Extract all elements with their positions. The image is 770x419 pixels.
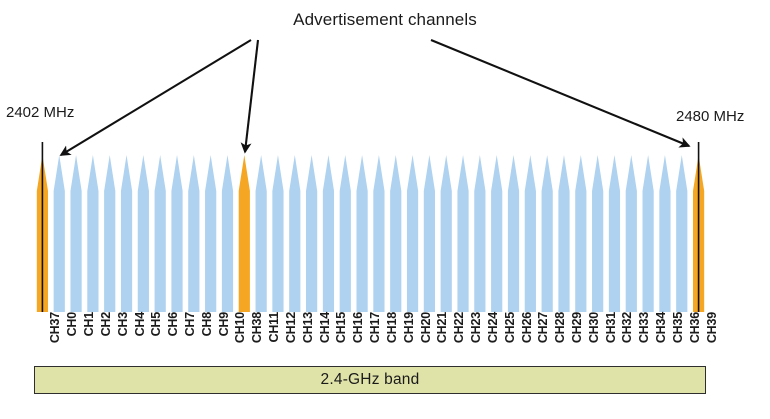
data-channel-spike (642, 155, 654, 312)
data-channel-spike (491, 155, 503, 312)
data-channel-spike (507, 155, 520, 312)
data-channel-spike (120, 155, 133, 312)
data-channel-spike (457, 155, 469, 312)
channel-label: CH14 (317, 312, 332, 344)
data-channel-spike (87, 155, 99, 312)
channel-label: CH1 (82, 312, 97, 337)
data-channel-spike (205, 155, 217, 312)
data-channel-spike (289, 155, 301, 312)
channel-label: CH18 (384, 312, 399, 344)
channel-label: CH35 (670, 312, 685, 344)
data-channel-spike (406, 155, 419, 312)
channel-label: CH4 (132, 312, 147, 337)
data-channel-spike (625, 155, 637, 312)
channel-label: CH39 (704, 312, 719, 344)
data-channel-spike (104, 155, 116, 312)
arrow-to-ch37 (59, 39, 252, 156)
channel-label: CH29 (569, 312, 584, 344)
data-channel-spike (474, 155, 486, 312)
channel-label: CH27 (536, 312, 551, 344)
channel-label: CH16 (351, 312, 366, 344)
arrow-to-ch38 (240, 39, 260, 154)
data-channel-spike (339, 155, 351, 312)
channel-label: CH7 (183, 312, 197, 337)
channel-label: CH37 (48, 312, 63, 344)
data-channel-spike (306, 155, 318, 312)
channel-label: CH9 (216, 312, 231, 337)
channel-label: CH30 (586, 312, 601, 344)
channel-label: CH6 (166, 312, 181, 337)
data-channel-spike (373, 155, 385, 312)
channel-label: CH13 (300, 312, 315, 344)
data-channel-spike (608, 155, 621, 312)
channel-label: CH21 (435, 312, 450, 344)
data-channel-spike (676, 155, 688, 312)
data-channel-spike (659, 155, 671, 312)
channel-label: CH12 (283, 312, 298, 344)
channel-label: CH10 (233, 312, 248, 344)
channel-label: CH31 (603, 312, 618, 344)
channel-label: CH24 (485, 312, 500, 344)
data-channel-spike (356, 155, 368, 312)
channel-label: CH8 (199, 312, 214, 337)
channel-label: CH2 (98, 312, 113, 337)
right-frequency-label: 2480 MHz (676, 108, 745, 125)
data-channel-spike (541, 155, 553, 312)
data-channel-spike (575, 155, 587, 312)
channel-label: CH23 (469, 312, 484, 344)
channel-label: CH34 (654, 312, 669, 344)
channel-label: CH36 (687, 312, 702, 344)
channel-label: CH28 (553, 312, 568, 344)
channel-label: CH3 (115, 312, 130, 337)
channel-label: CH17 (368, 312, 383, 344)
channel-label: CH5 (149, 312, 164, 337)
data-channel-spike (558, 155, 570, 312)
data-channel-spike (53, 155, 65, 312)
data-channel-spike (322, 155, 335, 312)
channel-label: CH32 (620, 312, 635, 344)
data-channel-spike (171, 155, 183, 312)
data-channel-spike (524, 155, 536, 312)
data-channel-spike (188, 155, 200, 312)
data-channel-spike (137, 155, 149, 312)
channel-spectrum-plot (36, 142, 705, 312)
channel-label: CH25 (502, 312, 517, 344)
channel-label: CH33 (637, 312, 652, 344)
data-channel-spike (390, 155, 402, 312)
data-channel-spike (70, 155, 82, 312)
page-title: Advertisement channels (293, 10, 477, 29)
band-bar-label: 2.4-GHz band (320, 371, 420, 388)
data-channel-spike (255, 155, 267, 312)
channel-label: CH19 (401, 312, 416, 344)
advertisement-channel-spike (238, 155, 250, 312)
data-channel-spike (221, 155, 234, 312)
data-channel-spike (592, 155, 604, 312)
arrow-to-ch39 (430, 39, 691, 148)
channel-label: CH26 (519, 312, 534, 344)
channel-label: CH20 (418, 312, 433, 344)
data-channel-spike (440, 155, 452, 312)
channel-label: CH38 (250, 312, 265, 344)
band-bar: 2.4-GHz band (34, 366, 706, 394)
data-channel-spike (423, 155, 435, 312)
channel-label: CH22 (452, 312, 467, 344)
channel-label: CH15 (334, 312, 349, 344)
data-channel-spike (272, 155, 284, 312)
channel-label: CH11 (267, 312, 282, 343)
left-frequency-label: 2402 MHz (6, 104, 75, 121)
data-channel-spike (154, 155, 166, 312)
channel-label: CH0 (65, 312, 80, 337)
